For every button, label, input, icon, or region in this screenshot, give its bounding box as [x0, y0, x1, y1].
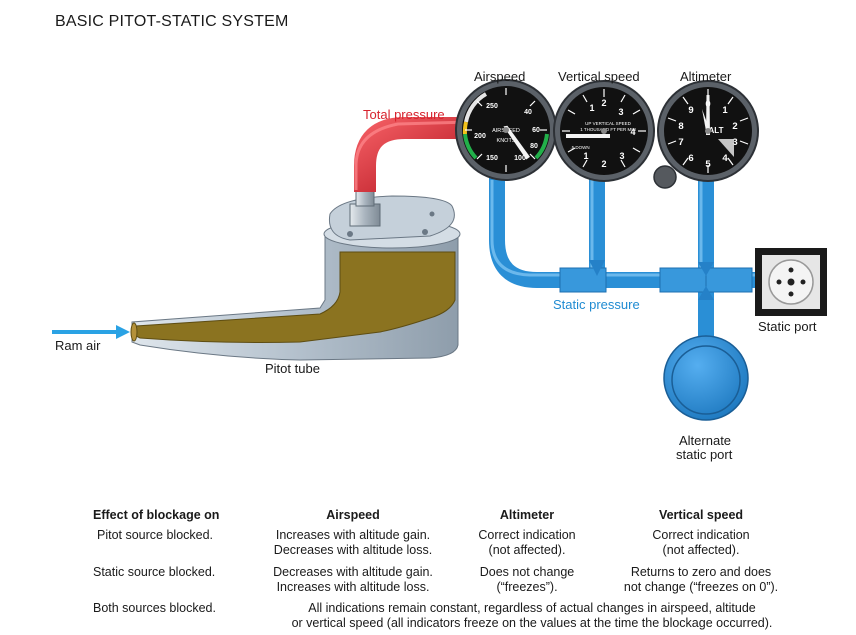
static-port-icon — [755, 248, 827, 316]
table-cell: (not affected). — [662, 543, 740, 557]
table-cell: Increases with altitude gain. — [275, 528, 431, 542]
altimeter-tick-label: 2 — [732, 121, 737, 132]
table-cell: Decreases with altitude gain. — [273, 565, 433, 579]
altimeter-tick-label: 4 — [722, 153, 728, 164]
pitot-static-diagram: 250 40 200 60 80 100 150 AIRSPEED KNOTS — [52, 79, 827, 421]
vsi-face-label: 1 THOUSAND FT PER MIN — [580, 127, 636, 132]
alternate-static-port-label-line2: static port — [676, 447, 733, 462]
tee-fitting — [659, 267, 707, 293]
airspeed-indicator-icon: 250 40 200 60 80 100 150 AIRSPEED KNOTS — [455, 79, 557, 181]
table-cell: (“freezes”). — [496, 580, 558, 594]
table-cell: Correct indication — [478, 528, 576, 542]
vsi-tick-label: 1 — [589, 103, 594, 113]
static-pressure-label: Static pressure — [553, 297, 640, 312]
airspeed-tick-label: 100 — [514, 155, 526, 162]
altimeter-label: Altimeter — [680, 69, 732, 84]
vsi-tick-label: 4 — [630, 127, 635, 137]
table-cell: Returns to zero and does — [630, 565, 772, 579]
total-pressure-highlight — [354, 120, 471, 190]
table-cell: not change (“freezes on 0”). — [623, 580, 779, 594]
total-pressure-label: Total pressure — [363, 107, 445, 122]
total-pressure-line — [354, 117, 470, 192]
airspeed-tick-label: 80 — [530, 143, 538, 150]
table-cell: (not affected). — [488, 543, 566, 557]
table-header-airspeed: Airspeed — [326, 508, 380, 522]
airspeed-tick-label: 60 — [532, 127, 540, 134]
tee-fitting — [705, 267, 753, 293]
airspeed-tick-label: 150 — [486, 155, 498, 162]
static-port-label: Static port — [758, 319, 817, 334]
vsi-tick-label: 2 — [601, 159, 606, 169]
table-row-label: Static source blocked. — [93, 565, 216, 579]
altimeter-face-label: ALT — [709, 126, 724, 135]
vsi-tick-label: 3 — [619, 151, 624, 161]
table-row-label: Both sources blocked. — [93, 601, 216, 615]
vsi-tick-label: 1 — [583, 151, 588, 161]
altimeter-tick-label: 6 — [688, 153, 693, 164]
pitot-tube-label: Pitot tube — [265, 361, 320, 376]
blockage-effects-table: Effect of blockage on Airspeed Altimeter… — [0, 506, 856, 635]
airspeed-tick-label: 200 — [474, 133, 486, 140]
airspeed-label: Airspeed — [474, 69, 526, 84]
altimeter-tick-label: 8 — [678, 121, 683, 132]
vsi-face-label: UP VERTICAL SPEED — [585, 121, 631, 126]
table-header-altimeter: Altimeter — [499, 508, 555, 522]
altimeter-knob — [653, 165, 677, 189]
fitting-joint — [698, 286, 714, 300]
altimeter-tick-label: 7 — [678, 137, 683, 148]
vertical-speed-label: Vertical speed — [558, 69, 640, 84]
ram-air-label: Ram air — [55, 338, 101, 353]
airspeed-face-label: KNOTS — [497, 138, 516, 144]
fitting-joint — [698, 262, 714, 276]
pitot-tube-icon — [130, 189, 461, 361]
vsi-face-label: .5 DOWN — [570, 145, 589, 150]
table-cell: All indications remain constant, regardl… — [308, 601, 756, 615]
alternate-static-port-label-line1: Alternate — [679, 433, 732, 448]
fitting-joint — [589, 260, 605, 276]
altimeter-tick-label: 3 — [732, 137, 737, 148]
vsi-tick-label: 3 — [618, 107, 623, 117]
table-cell: Decreases with altitude loss. — [273, 543, 433, 557]
table-cell: or vertical speed (all indicators freeze… — [291, 616, 773, 630]
table-cell: Correct indication — [652, 528, 750, 542]
table-row-label: Pitot source blocked. — [97, 528, 214, 542]
alternate-static-port-icon — [663, 335, 749, 421]
airspeed-tick-label: 40 — [524, 109, 532, 116]
vsi-tick-label: 2 — [601, 98, 606, 108]
altimeter-icon: 0 1 2 3 4 5 6 7 8 9 ALT — [653, 80, 759, 189]
table-cell: Increases with altitude loss. — [276, 580, 430, 594]
ram-air-arrow-icon — [52, 325, 130, 339]
table-header-effect: Effect of blockage on — [93, 508, 220, 522]
altimeter-tick-label: 9 — [688, 105, 693, 116]
page-title: BASIC PITOT-STATIC SYSTEM — [55, 13, 289, 30]
altimeter-tick-label: 1 — [722, 105, 728, 116]
table-header-vertical-speed: Vertical speed — [658, 508, 744, 522]
vertical-speed-indicator-icon: 1 2 3 4 3 2 1 UP VERTICAL SPEED 1 THOUSA… — [553, 80, 655, 182]
table-cell: Does not change — [479, 565, 575, 579]
pipe-highlights — [490, 180, 755, 277]
altimeter-tick-label: 5 — [705, 159, 711, 170]
airspeed-tick-label: 250 — [486, 103, 498, 110]
